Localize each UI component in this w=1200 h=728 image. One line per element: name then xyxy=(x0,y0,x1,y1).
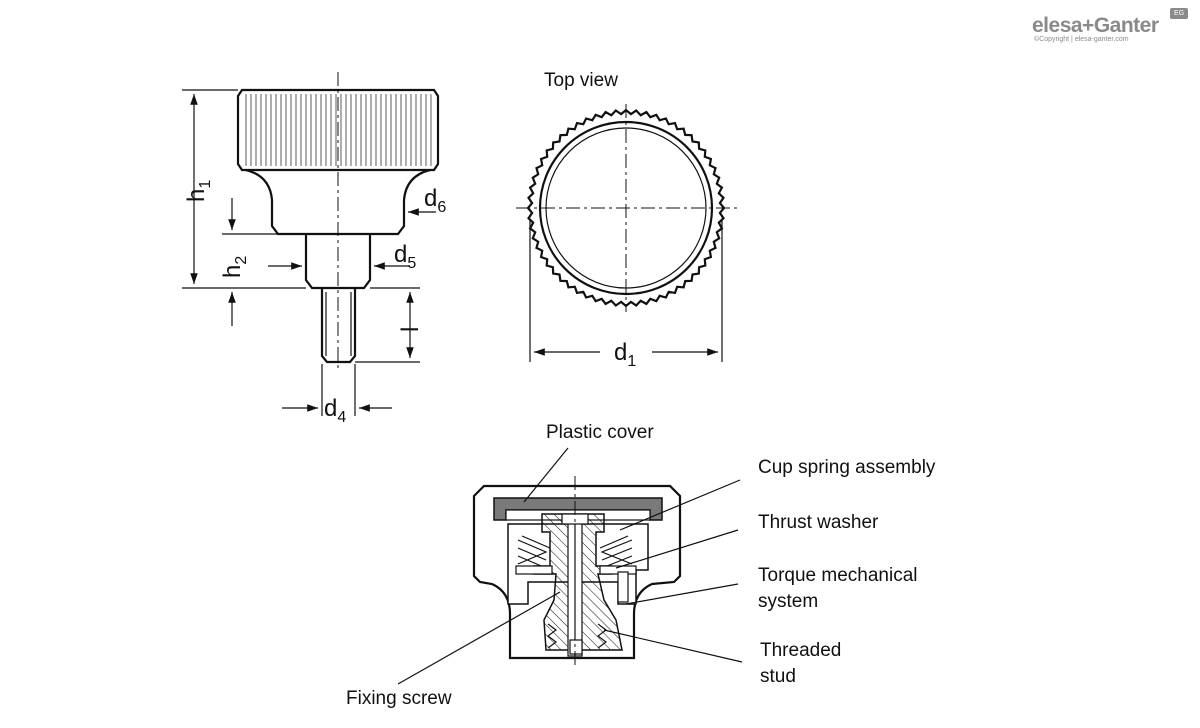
dim-l: l xyxy=(397,327,424,332)
label-threaded-stud-1: Threaded xyxy=(760,640,841,661)
logo-copyright: ©Copyright | elesa-ganter.com xyxy=(1034,36,1129,43)
label-torque-mechanical-system-1: Torque mechanical xyxy=(758,565,917,586)
label-threaded-stud-2: stud xyxy=(760,666,796,687)
brand-logo: elesa+Ganter ©Copyright | elesa-ganter.c… xyxy=(1032,8,1192,48)
dim-d5: d5 xyxy=(394,241,416,272)
threaded-stud xyxy=(547,623,607,655)
side-view: h1 h2 l d4 d5 d6 xyxy=(182,72,446,426)
label-cup-spring-assembly: Cup spring assembly xyxy=(758,457,936,478)
knurl-pattern xyxy=(245,94,432,166)
top-view-label: Top view xyxy=(544,70,618,91)
section-view: Plastic cover Cup spring assembly Thrust… xyxy=(346,422,936,709)
label-fixing-screw: Fixing screw xyxy=(346,688,452,709)
label-torque-mechanical-system-2: system xyxy=(758,591,818,612)
logo-badge: EG xyxy=(1170,8,1188,19)
label-thrust-washer: Thrust washer xyxy=(758,512,879,533)
label-plastic-cover: Plastic cover xyxy=(546,422,654,443)
dim-d1: d1 xyxy=(614,339,636,370)
logo-wordmark: elesa+Ganter xyxy=(1032,14,1159,37)
dim-d6: d6 xyxy=(424,185,446,216)
dim-h1: h1 xyxy=(183,180,214,202)
dim-d4: d4 xyxy=(324,395,346,426)
top-view: Top view d1 xyxy=(516,70,738,370)
dim-h2: h2 xyxy=(219,256,250,278)
